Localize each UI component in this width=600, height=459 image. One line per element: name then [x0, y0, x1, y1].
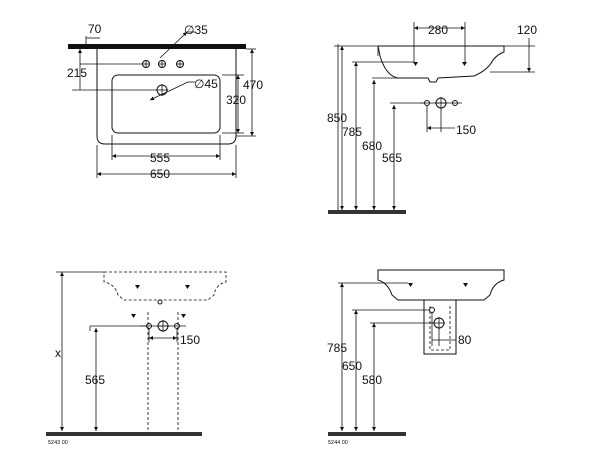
- semi-pedestal-outline: [423, 300, 457, 355]
- dim-80-label: 80: [458, 333, 472, 347]
- dim-150-label: 150: [456, 123, 476, 137]
- dim-215-label: 215: [67, 66, 87, 80]
- dim-120-label: 120: [517, 23, 537, 37]
- dim-680-label: 680: [362, 139, 382, 153]
- dim-565-label: 565: [382, 151, 402, 165]
- basin-front-outline: [377, 269, 505, 301]
- side-view: 280 120 850 785 680 565 150: [327, 22, 537, 214]
- basin-top-edge: [68, 44, 246, 49]
- dim-70-label: 70: [88, 22, 102, 36]
- product-code: 5244 00: [328, 440, 348, 446]
- top-view: 70 ∅35 215 ∅45 470 320 555 650: [67, 22, 263, 181]
- dim-diameter-45-label: ∅45: [194, 77, 218, 91]
- basin-bowl: [111, 74, 221, 134]
- dim-280-label: 280: [428, 23, 448, 37]
- front-semi-pedestal-view: 785 650 580 80 5244 00: [327, 269, 505, 446]
- dim-565-label: 565: [85, 373, 105, 387]
- dim-580-label: 580: [362, 373, 382, 387]
- basin-profile: [377, 45, 505, 83]
- basin-front-outline: [103, 271, 227, 301]
- dim-650-label: 650: [342, 359, 362, 373]
- dim-150-label: 150: [180, 333, 200, 347]
- dim-diameter-35-label: ∅35: [184, 23, 208, 37]
- front-pedestal-view: 150 x 565 5243 00: [46, 271, 227, 446]
- dim-785-label: 785: [342, 125, 362, 139]
- dim-320-label: 320: [226, 93, 246, 107]
- dim-850-label: 850: [327, 111, 347, 125]
- pedestal-outline: [147, 312, 179, 433]
- dim-785-label: 785: [327, 341, 347, 355]
- dim-x-label: x: [55, 346, 61, 360]
- product-code: 5243 00: [48, 440, 68, 446]
- dim-470-label: 470: [243, 78, 263, 92]
- dim-650-label: 650: [150, 167, 170, 181]
- dim-555-label: 555: [150, 151, 170, 165]
- basin-outline: [96, 49, 237, 145]
